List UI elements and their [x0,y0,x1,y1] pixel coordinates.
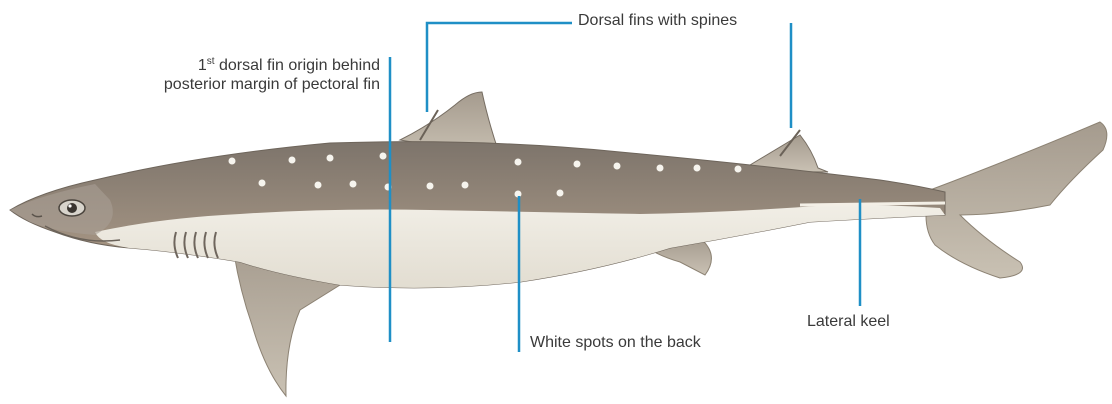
caudal-fin [926,122,1107,278]
dorsal-fins-spines-label: Dorsal fins with spines [578,11,737,30]
leader-dorsal-spines-left [427,23,572,112]
white-spots-label: White spots on the back [530,333,701,352]
lateral-keel-label: Lateral keel [807,312,890,331]
keel-ridge [800,203,945,205]
first-dorsal-label-line2: posterior margin of pectoral fin [60,75,380,94]
first-dorsal-label-line1: 1st dorsal fin origin behind [60,56,380,75]
first-dorsal-fin-label: 1st dorsal fin origin behind posterior m… [60,56,380,94]
